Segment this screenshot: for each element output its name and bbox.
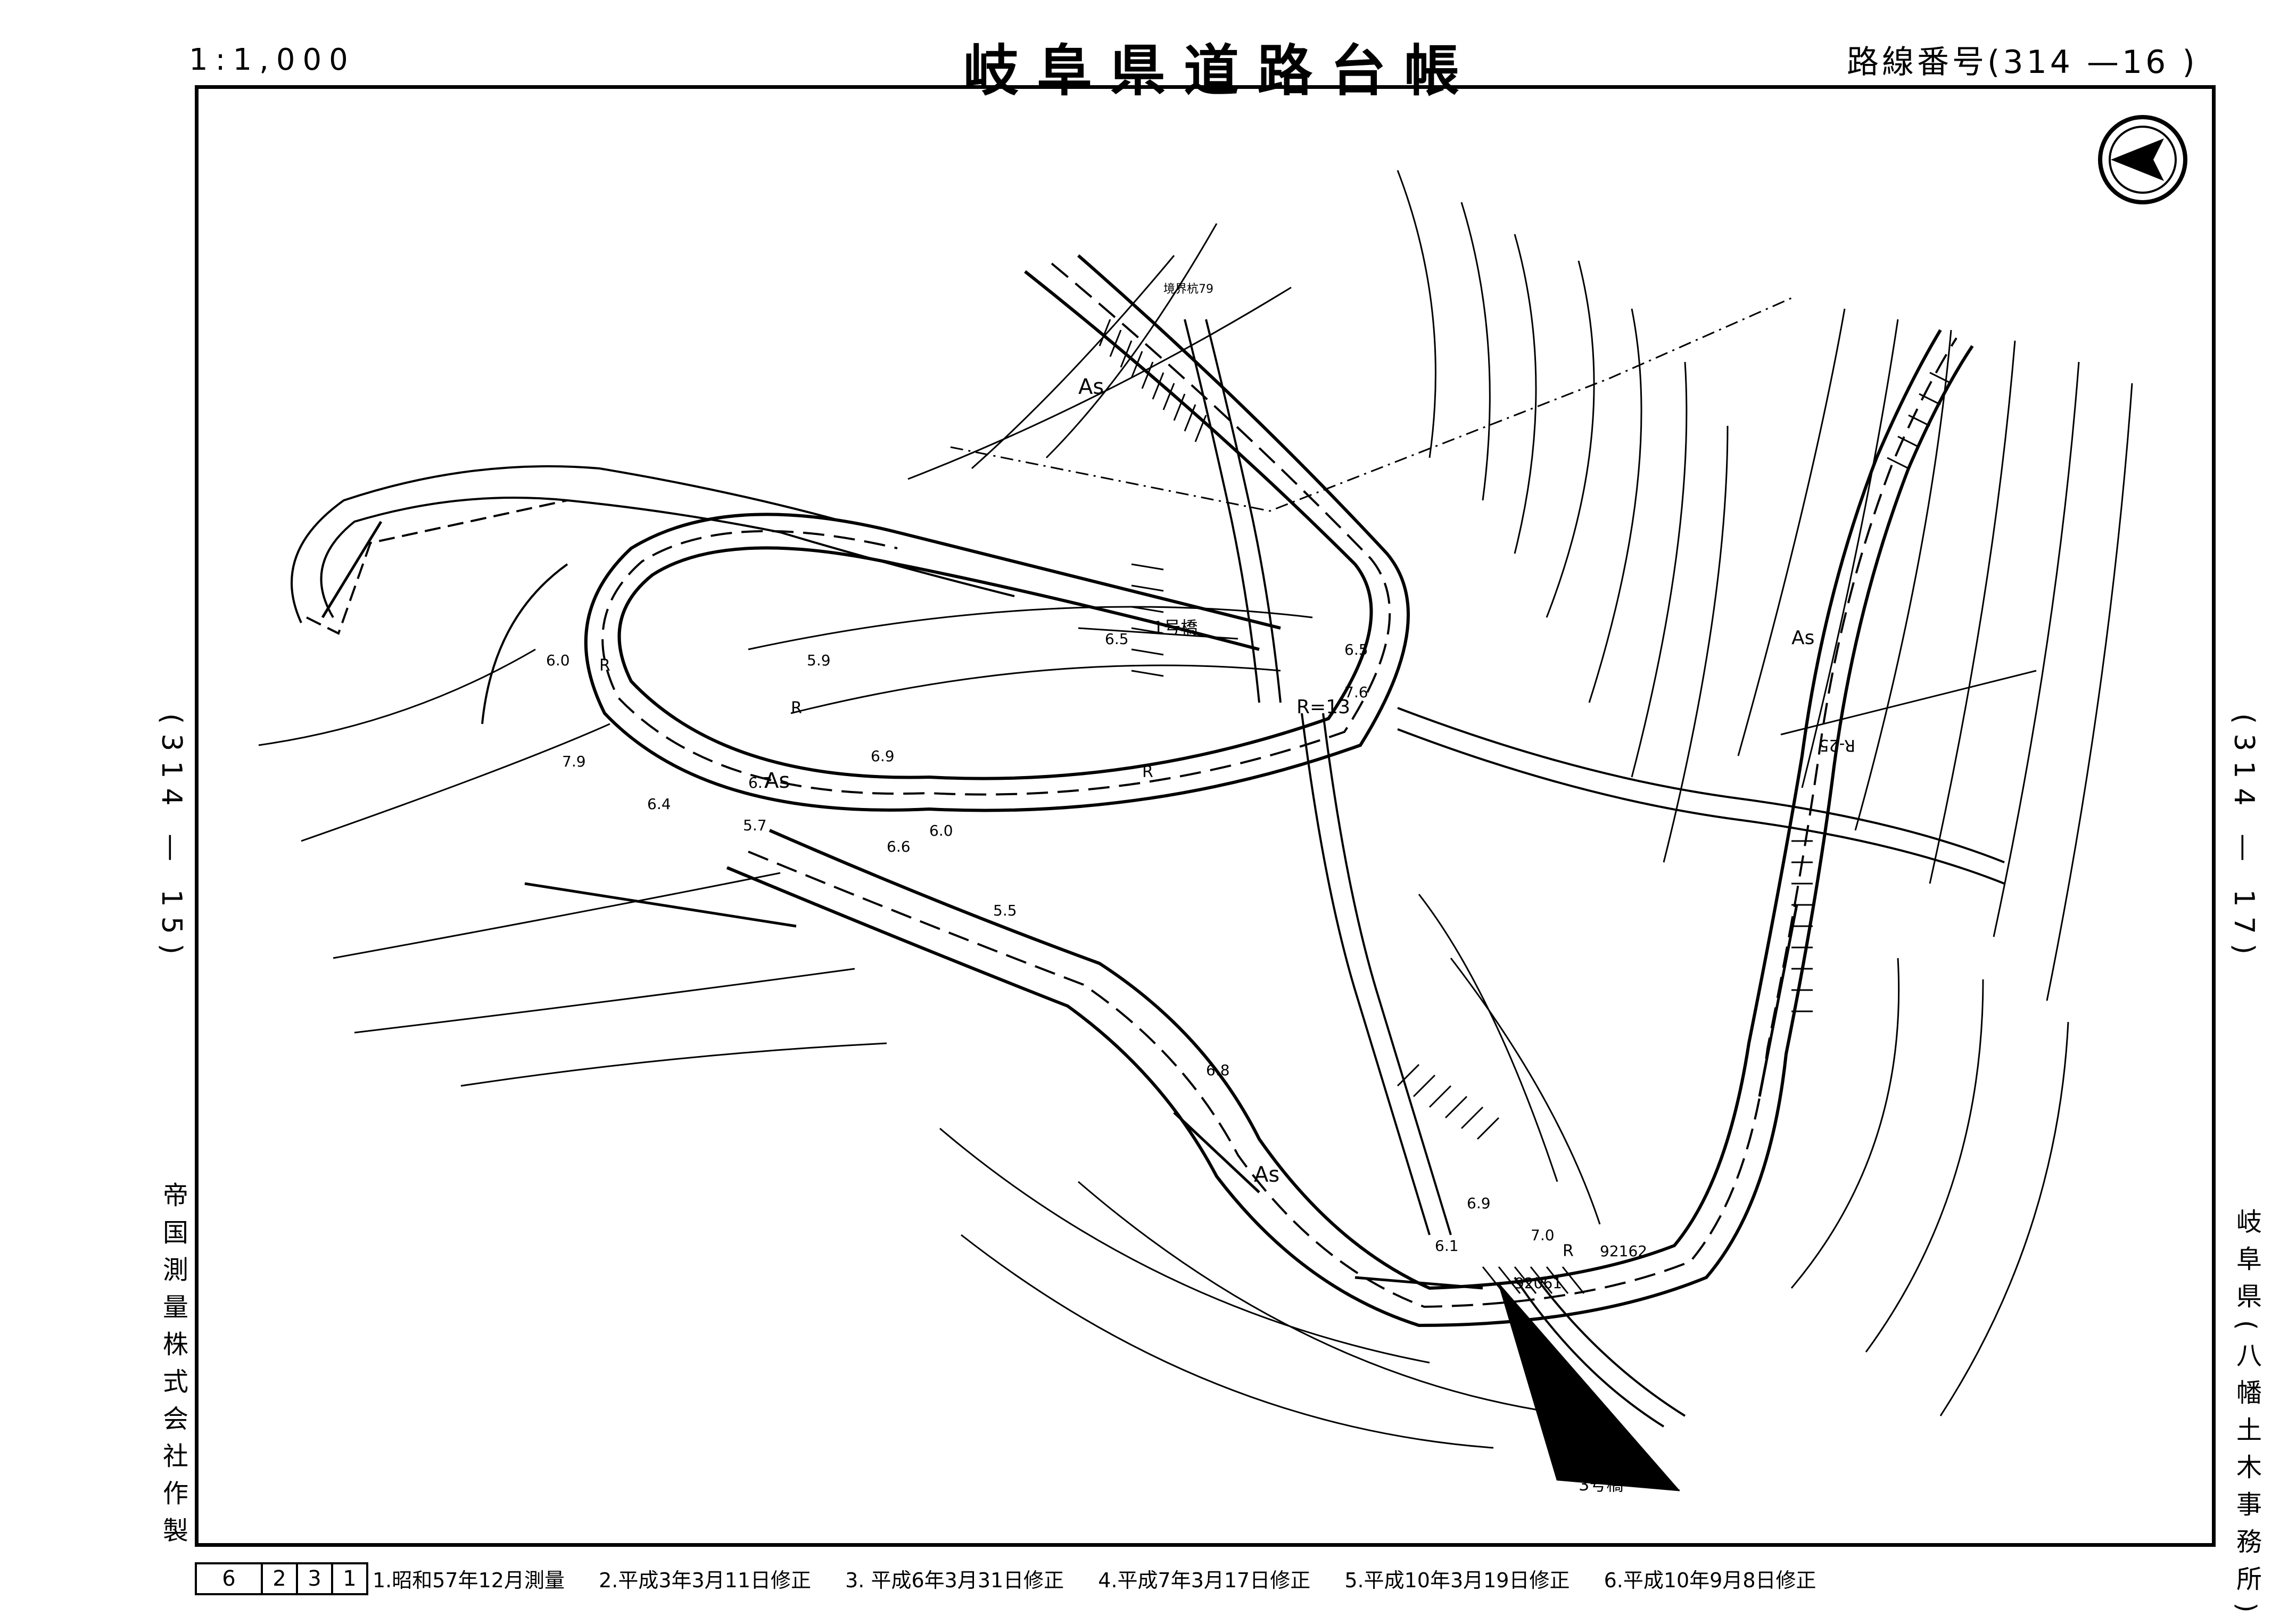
- sheet-index-cell: 2: [261, 1562, 298, 1595]
- width-label: 7.0: [1531, 1226, 1555, 1244]
- pavement-label: As: [1254, 1163, 1279, 1187]
- road-map[interactable]: 1号橋 3号橋 境界杭79 As As As As R=13 R-25 9216…: [195, 85, 2216, 1547]
- width-label: 7.6: [1344, 683, 1368, 701]
- width-label: 6.4: [647, 795, 671, 813]
- boundary-line: [950, 297, 1792, 512]
- adjacent-sheet-right[interactable]: (314 — 17): [2228, 713, 2260, 964]
- pavement-label: As: [1791, 627, 1814, 649]
- road-314: [584, 254, 1974, 1328]
- width-label: 6.0: [546, 652, 570, 669]
- width-label: 6.6: [887, 838, 911, 855]
- embankment: [291, 465, 1015, 724]
- page-title: 岐阜県道路台帳: [963, 38, 1478, 103]
- revision-entry: 2.平成3年3月11日修正: [599, 1569, 812, 1592]
- guardrail: [321, 521, 1798, 1290]
- width-label: 5.7: [743, 817, 767, 834]
- revision-entry: 6.平成10年9月8日修正: [1604, 1569, 1816, 1592]
- width-label: 5.9: [807, 652, 831, 669]
- width-label: 5.5: [993, 902, 1017, 919]
- surveyor-credit: 帝国測量株式会社作製: [158, 1182, 188, 1554]
- radius-label: R=13: [1296, 696, 1350, 718]
- km-post-label: 92162: [1600, 1242, 1647, 1260]
- width-label: 6.8: [1206, 1061, 1230, 1079]
- radius-label: R-25: [1819, 736, 1855, 754]
- revision-entry: 1.昭和57年12月測量: [373, 1569, 565, 1592]
- width-label: 6.5: [1344, 641, 1368, 658]
- map-scale: 1:1,000: [189, 43, 356, 77]
- sheet-index: 6 2 3 1: [195, 1562, 368, 1595]
- contour-lines: [258, 170, 2133, 1449]
- boundary-marker-label: 境界杭79: [1163, 283, 1213, 296]
- sheet-index-cell: 3: [296, 1562, 333, 1595]
- curve-symbol: R: [791, 699, 802, 718]
- curve-symbol: R: [599, 656, 610, 675]
- width-label: 6.9: [1467, 1194, 1491, 1212]
- sheet-index-cell: 1: [331, 1562, 368, 1595]
- pavement-label: As: [764, 769, 790, 793]
- curve-symbol: R: [1142, 763, 1153, 781]
- office-name: 岐阜県(八幡土木事務所): [2232, 1208, 2261, 1624]
- km-post-label: 92061: [1515, 1274, 1562, 1292]
- width-label: 6.0: [929, 822, 953, 839]
- stream: [1184, 319, 2005, 1428]
- adjacent-sheet-left[interactable]: (314 — 15): [155, 713, 187, 964]
- width-label: 6.5: [1105, 630, 1129, 648]
- north-arrow-icon: [2098, 115, 2187, 204]
- pavement-label: As: [1078, 375, 1104, 399]
- width-label: 6.1: [1435, 1237, 1459, 1255]
- revision-entry: 4.平成7年3月17日修正: [1098, 1569, 1311, 1592]
- revision-history: 1.昭和57年12月測量 2.平成3年3月11日修正 3. 平成6年3月31日修…: [373, 1564, 1844, 1593]
- route-number: 路線番号(314 —16 ): [1847, 44, 2198, 81]
- revision-entry: 3. 平成6年3月31日修正: [845, 1569, 1064, 1592]
- leader-line: [1078, 627, 1680, 1491]
- width-label: 6.7: [748, 774, 772, 792]
- curve-symbol: R: [1563, 1242, 1574, 1260]
- sheet-index-cell: 6: [195, 1562, 263, 1595]
- slope-hatching: [1098, 319, 1952, 1294]
- map-frame: [195, 85, 2216, 1547]
- width-label: 6.9: [871, 747, 895, 765]
- revision-entry: 5.平成10年3月19日修正: [1344, 1569, 1570, 1592]
- width-label: 7.9: [562, 753, 586, 770]
